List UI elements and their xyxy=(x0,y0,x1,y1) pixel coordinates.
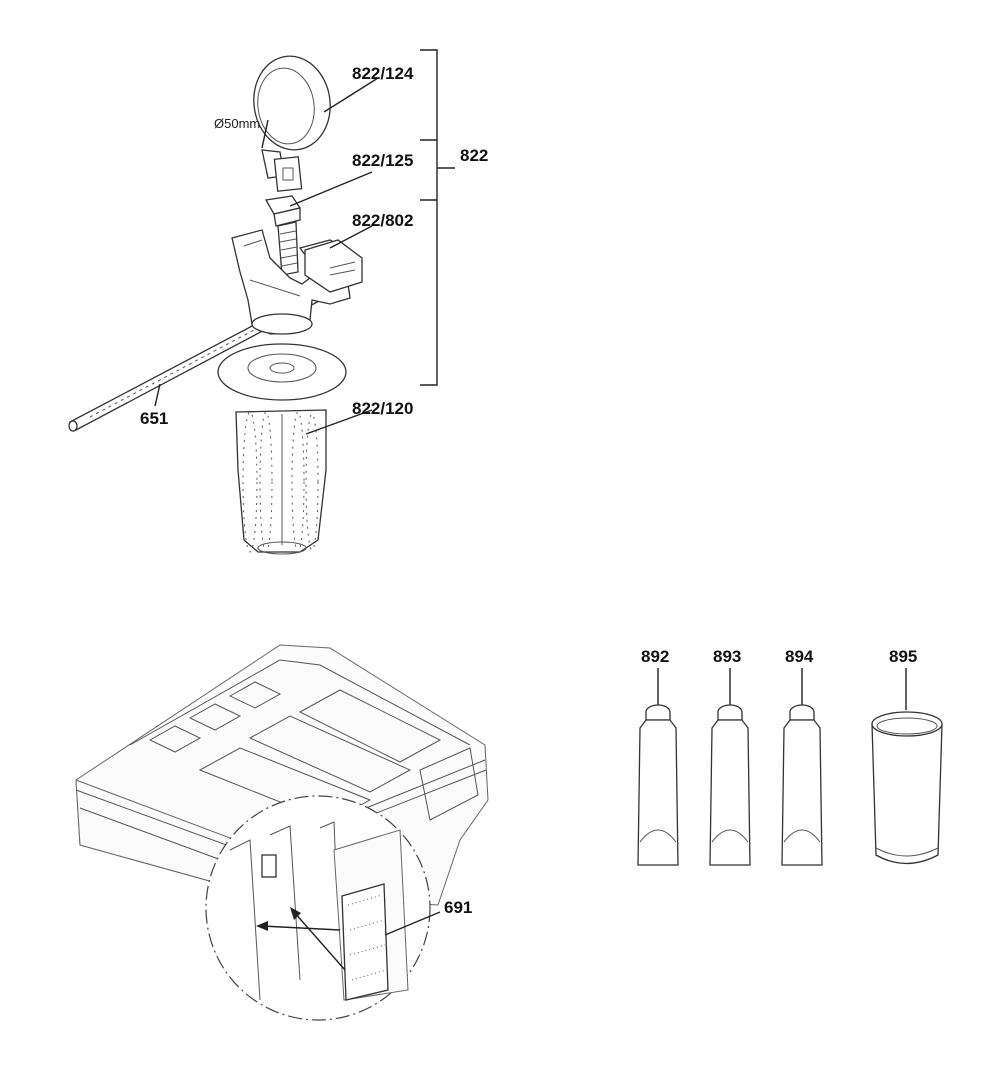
label-894: 894 xyxy=(785,647,814,666)
detail-circle xyxy=(205,795,441,1021)
label-822-802: 822/802 xyxy=(352,211,413,230)
grease-tube-893 xyxy=(709,668,751,866)
clamp-screw xyxy=(264,195,302,276)
label-822-124: 822/124 xyxy=(352,64,414,83)
label-691: 691 xyxy=(444,898,472,917)
label-822-120: 822/120 xyxy=(352,399,413,418)
handle-head xyxy=(231,229,363,335)
grease-tube-892 xyxy=(637,668,679,866)
leader-lines-upper xyxy=(154,49,455,435)
handle-grip xyxy=(217,343,347,555)
label-895: 895 xyxy=(889,647,917,666)
label-651: 651 xyxy=(140,409,168,428)
label-822-125: 822/125 xyxy=(352,151,413,170)
grease-tube-894 xyxy=(781,668,823,866)
label-892: 892 xyxy=(641,647,669,666)
label-893: 893 xyxy=(713,647,741,666)
clamp-band xyxy=(253,55,331,192)
label-822: 822 xyxy=(460,146,488,165)
container-895 xyxy=(871,668,943,865)
label-diameter: Ø50mm xyxy=(214,116,260,131)
